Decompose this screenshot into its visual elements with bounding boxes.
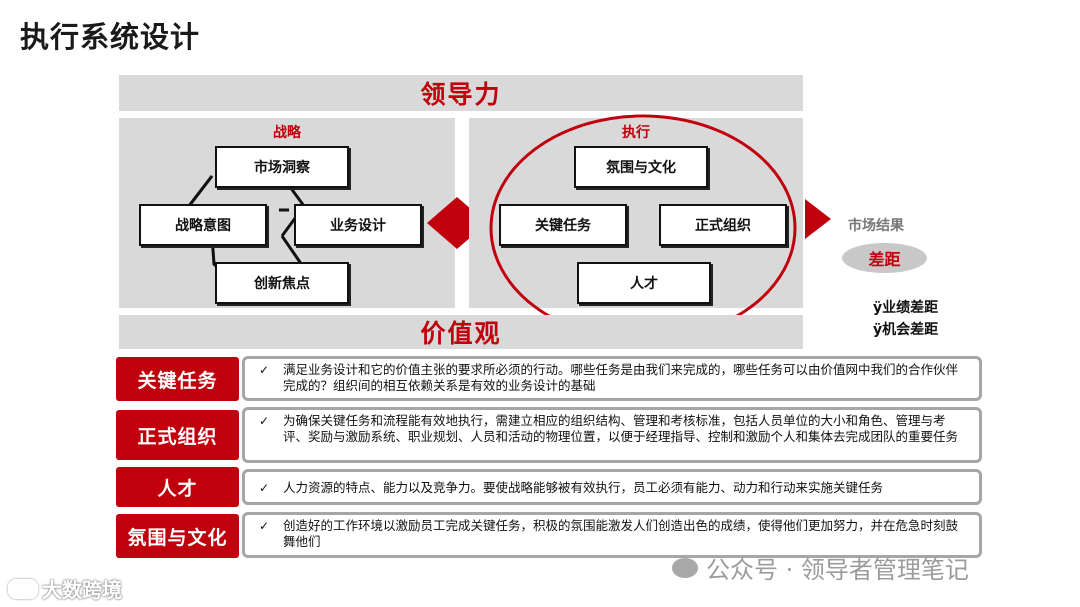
strategy-panel: 战略 市场洞察 战略意图 业务设计 创新焦点 [119, 118, 455, 308]
node-key-tasks: 关键任务 [499, 204, 627, 246]
account-watermark: 公众号 · 领导者管理笔记 [672, 550, 969, 585]
logo-watermark-text: 大数跨境 [42, 578, 122, 602]
row-label-key-tasks: 关键任务 [116, 357, 239, 401]
opportunity-gap-item: ÿ机会差距 [873, 322, 939, 338]
row-desc-text: 满足业务设计和它的价值主张的要求所必须的行动。哪些任务是由我们来完成的，哪些任务… [283, 362, 959, 393]
gap-badge: 差距 [842, 243, 927, 273]
row-label-talent: 人才 [116, 467, 239, 507]
row-desc-talent: ✓ 人力资源的特点、能力以及竞争力。要使战略能够被有效执行，员工必须有能力、动力… [242, 469, 982, 505]
logo-watermark: 大数跨境 [8, 574, 122, 603]
row-desc-text: 人力资源的特点、能力以及竞争力。要使战略能够被有效执行，员工必须有能力、动力和行… [283, 480, 884, 495]
node-formal-organization: 正式组织 [659, 204, 787, 246]
node-climate-culture: 氛围与文化 [574, 146, 708, 188]
node-innovation-focus: 创新焦点 [215, 262, 349, 304]
execution-framework-diagram: 领导力 战略 市场洞察 战略意图 业务设计 创新焦点 执行 氛围与文化 关键任务… [113, 70, 810, 354]
page-title: 执行系统设计 [20, 20, 201, 54]
row-desc-text: 为确保关键任务和流程能有效地执行，需建立相应的组织结构、管理和考核标准，包括人员… [283, 413, 959, 444]
execution-panel: 执行 氛围与文化 关键任务 正式组织 人才 [469, 118, 803, 308]
row-desc-key-tasks: ✓ 满足业务设计和它的价值主张的要求所必须的行动。哪些任务是由我们来完成的，哪些… [242, 356, 982, 401]
node-strategic-intent: 战略意图 [139, 204, 267, 246]
performance-gap-item: ÿ业绩差距 [873, 300, 939, 316]
node-market-insight: 市场洞察 [215, 146, 349, 188]
check-icon: ✓ [259, 519, 270, 533]
leadership-band: 领导力 [119, 75, 803, 111]
execution-title: 执行 [622, 125, 650, 141]
node-talent: 人才 [577, 262, 711, 304]
strategy-title: 战略 [273, 125, 301, 141]
check-icon: ✓ [259, 481, 270, 495]
node-business-design: 业务设计 [294, 204, 422, 246]
wechat-icon [672, 557, 698, 578]
market-results-label: 市场结果 [848, 218, 904, 234]
logo-icon [8, 578, 38, 599]
execution-highlight-ellipse [489, 114, 797, 342]
check-icon: ✓ [259, 414, 270, 428]
check-icon: ✓ [259, 363, 270, 377]
values-band: 价值观 [119, 315, 803, 349]
right-arrow-icon [805, 199, 831, 239]
row-desc-text: 创造好的工作环境以激励员工完成关键任务，积极的氛围能激发人们创造出色的成绩，使得… [283, 518, 959, 549]
row-label-climate-culture: 氛围与文化 [116, 514, 239, 558]
row-desc-climate-culture: ✓ 创造好的工作环境以激励员工完成关键任务，积极的氛围能激发人们创造出色的成绩，… [242, 512, 982, 558]
row-desc-formal-organization: ✓ 为确保关键任务和流程能有效地执行，需建立相应的组织结构、管理和考核标准，包括… [242, 407, 982, 463]
row-label-formal-organization: 正式组织 [116, 410, 239, 460]
account-watermark-text: 公众号 · 领导者管理笔记 [706, 556, 969, 584]
